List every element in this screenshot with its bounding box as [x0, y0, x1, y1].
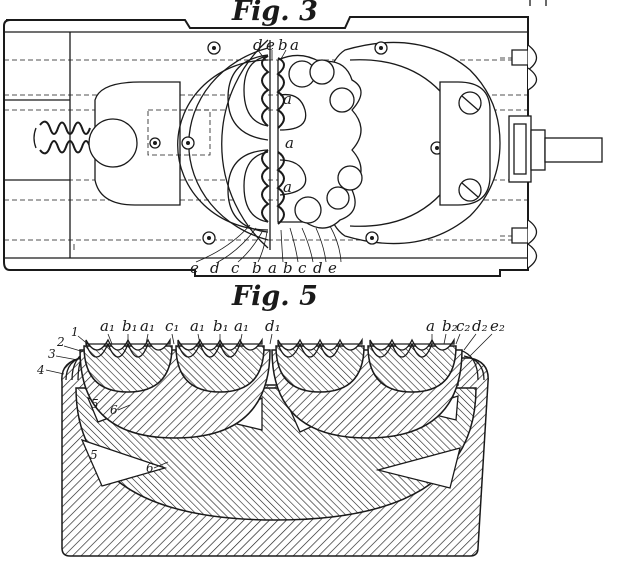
left-large-disk — [222, 40, 268, 248]
fig5-top-label: d₁ — [265, 317, 281, 335]
fig3-bottom-label: c — [298, 259, 307, 277]
left-hub — [89, 119, 137, 167]
fig5-side-label: 3 — [48, 347, 56, 361]
spring-coil — [34, 122, 90, 154]
fig5-inner-label: 6 — [110, 403, 118, 417]
fig5-side-label: 1 — [71, 325, 79, 339]
figure-5: Fig. 5 — [36, 281, 505, 556]
fig5-title: Fig. 5 — [231, 281, 318, 312]
fig3-bottom-label: d — [313, 259, 323, 277]
fig3-top-label: a — [290, 36, 299, 54]
fig5-top-label: a₁ — [100, 317, 115, 335]
fig5-inner-label: 6 — [146, 461, 154, 475]
figure-3: Fig. 3 d e b a a a a e d c b a b c d e — [4, 0, 602, 277]
fig3-title: Fig. 3 — [231, 0, 318, 27]
fig3-center-label: a — [283, 90, 292, 108]
fig3-bottom-label: e — [328, 259, 337, 277]
fig5-inner-label: 5 — [91, 397, 99, 411]
fig3-top-label: d — [253, 36, 263, 54]
small-cutter-row — [84, 340, 456, 392]
fig3-bottom-label: b — [283, 259, 293, 277]
fig5-side-label: 4 — [36, 363, 45, 377]
fig3-center-label: a — [283, 178, 292, 196]
fig5-top-label: a — [426, 317, 435, 335]
fig5-top-label: b₁ — [122, 317, 138, 335]
fig3-bottom-label: b — [252, 259, 262, 277]
fig3-bottom-label: c — [231, 259, 240, 277]
fig5-top-label: d₂ — [472, 317, 488, 335]
fig5-side-label: 2 — [56, 335, 65, 349]
fig3-bottom-label: a — [268, 259, 277, 277]
fig5-inner-label: 5 — [90, 448, 98, 462]
bottom-leader-lines — [196, 225, 341, 262]
fig5-top-label: b₁ — [213, 317, 229, 335]
fig3-top-label: b — [278, 36, 288, 54]
fig5-top-label: a₁ — [140, 317, 155, 335]
fig5-top-label: c₂ — [456, 317, 470, 335]
fig5-top-label: c₁ — [165, 317, 179, 335]
fig5-top-label: a₁ — [190, 317, 205, 335]
fig3-top-label: e — [266, 36, 275, 54]
fig5-top-label: a₁ — [234, 317, 249, 335]
fig3-center-label: a — [285, 134, 294, 152]
fig3-bottom-label: d — [210, 259, 220, 277]
fig5-top-label: e₂ — [490, 317, 505, 335]
spindle-shaft — [545, 138, 602, 162]
fig3-bottom-label: e — [190, 259, 199, 277]
